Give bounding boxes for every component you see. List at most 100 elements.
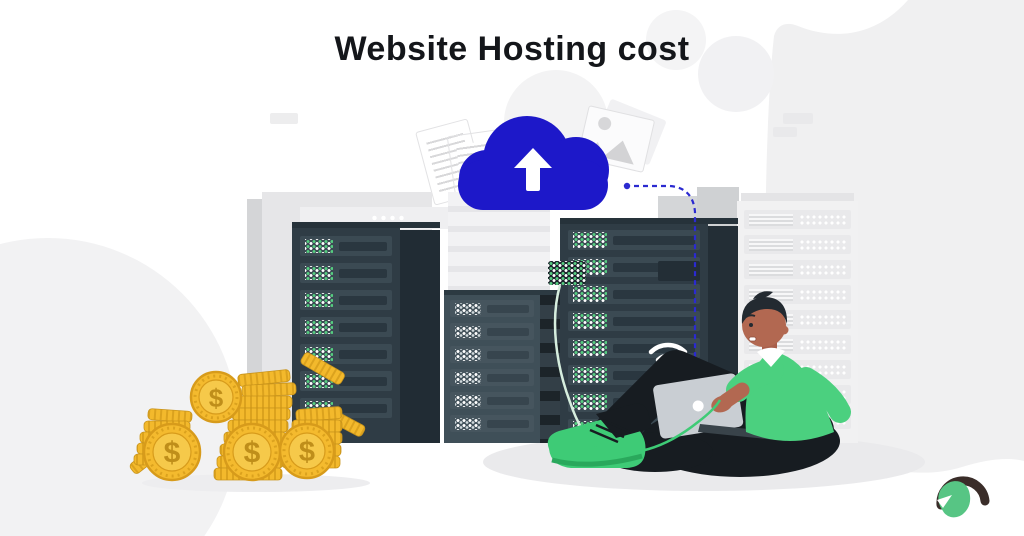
drive-bay [487, 373, 529, 382]
rack-row [450, 300, 534, 317]
drive-bay [339, 322, 387, 332]
server-rack-middle [444, 290, 564, 443]
led-grid [455, 302, 481, 315]
vent-lines [749, 263, 793, 276]
led-grid [799, 213, 847, 226]
led-grid [305, 293, 333, 307]
rack-row [568, 230, 700, 250]
dashed-connection-line [634, 184, 697, 396]
drive-bay [487, 396, 529, 405]
sneaker [547, 403, 652, 468]
drive-bay [339, 403, 387, 413]
upload-arrow-icon [514, 148, 552, 168]
led-grid [573, 313, 607, 329]
drive-bay [613, 262, 695, 272]
drive-bay [339, 268, 387, 278]
person-illustration [547, 291, 851, 477]
person-head [742, 303, 786, 347]
person-ear [779, 325, 789, 335]
person-brow [745, 314, 756, 318]
led-grid [455, 371, 481, 384]
rack-row [744, 235, 851, 254]
rack-row [450, 323, 534, 340]
rack-top-bar [444, 290, 564, 295]
person-eye [749, 323, 753, 327]
sneaker-sole [551, 453, 643, 467]
person-hair-quiff [753, 291, 773, 299]
dashed-line-start-dot [623, 182, 631, 190]
drive-bay [339, 376, 387, 386]
helmet-eye-notch [937, 495, 952, 508]
rack-row [300, 263, 392, 283]
dollar-coin-icon: $ [222, 422, 282, 482]
svg-text:$: $ [164, 437, 181, 470]
laptop-logo-dot [692, 400, 704, 412]
led-grid [573, 340, 607, 356]
rack-vent [658, 261, 700, 281]
drive-bay [487, 350, 529, 359]
rack-row [300, 344, 392, 364]
rack-row [568, 284, 700, 304]
rack-top-bar [741, 193, 854, 201]
rack-row [744, 210, 851, 229]
dollar-coin-icon: $ [278, 422, 336, 480]
rack-row [450, 369, 534, 386]
led-grid [573, 286, 607, 302]
gray-rect-accent [773, 127, 797, 137]
drive-bay [487, 304, 529, 313]
rack-row [300, 317, 392, 337]
rack-row [744, 260, 851, 279]
person-hair [741, 297, 788, 324]
gray-rect-accent [270, 113, 298, 124]
pant-cuff [596, 403, 652, 438]
rack-row [450, 392, 534, 409]
dollar-coin-icon: $ [142, 422, 202, 482]
led-grid [305, 239, 333, 253]
gray-circle-accent [698, 36, 774, 112]
svg-text:$: $ [299, 436, 315, 468]
led-grid [799, 288, 847, 301]
drive-bay [613, 316, 695, 326]
spartan-helmet-logo [936, 476, 990, 518]
led-grid [455, 394, 481, 407]
drive-bay [487, 419, 529, 428]
rack-row [450, 415, 534, 432]
person-arm-right [795, 367, 851, 423]
vent-lines [749, 238, 793, 251]
panel-dots [370, 214, 406, 222]
led-grid [305, 320, 333, 334]
drive-bay [613, 235, 695, 245]
svg-text:$: $ [209, 383, 224, 413]
shirt-collar [757, 347, 785, 367]
led-grid [455, 325, 481, 338]
rack-rows [450, 300, 534, 438]
led-grid [573, 367, 607, 383]
rack-side [400, 230, 440, 443]
led-grid [573, 232, 607, 248]
rack-top-bar [560, 218, 738, 224]
patch-panel [548, 261, 586, 285]
drive-bay [613, 289, 695, 299]
coin-pile: $ $ $ $ [129, 352, 366, 482]
drive-bay [339, 241, 387, 251]
gray-rect-accent [783, 113, 813, 124]
drive-bay [487, 327, 529, 336]
person-mouth [748, 336, 757, 342]
upload-arrow-shaft [526, 167, 540, 191]
page-title: Website Hosting cost [334, 30, 690, 68]
drive-bay [339, 295, 387, 305]
rack-row [450, 346, 534, 363]
person-hand [711, 395, 733, 413]
rack-row [568, 311, 700, 331]
led-grid [455, 348, 481, 361]
led-grid [573, 394, 607, 410]
sneaker-laces [589, 418, 631, 444]
led-grid [455, 417, 481, 430]
rack-row [300, 290, 392, 310]
laptop-cable [593, 399, 722, 455]
vent-lines [749, 213, 793, 226]
led-grid [799, 263, 847, 276]
led-grid [799, 313, 847, 326]
rack-top-bar [292, 222, 440, 228]
